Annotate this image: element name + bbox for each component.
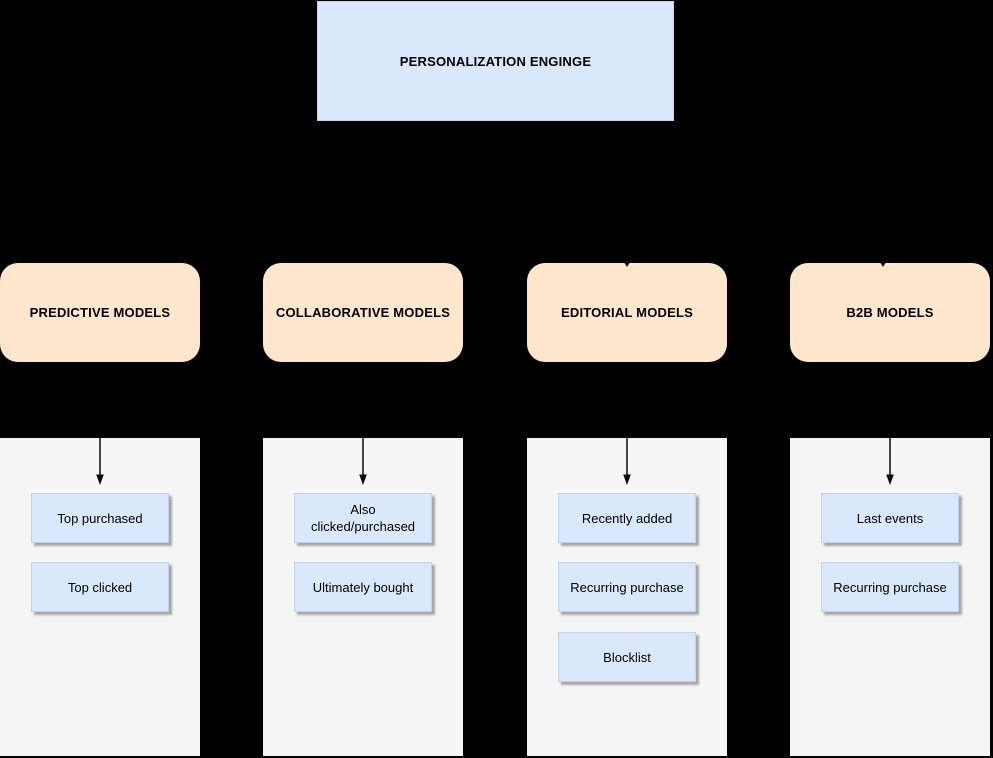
down-arrow-icon[interactable] [355, 438, 371, 486]
model-item-blocklist[interactable]: Blocklist [558, 632, 696, 682]
personalization-engine-label: PERSONALIZATION ENGINGE [399, 53, 592, 69]
predictive-models-node[interactable]: PREDICTIVE MODELS [0, 263, 200, 362]
model-item-top-purchased[interactable]: Top purchased [31, 493, 169, 543]
collaborative-panel[interactable]: Also clicked/purchased Ultimately bought [263, 438, 463, 756]
b2b-panel[interactable]: Last events Recurring purchase [790, 438, 990, 756]
collaborative-models-label: COLLABORATIVE MODELS [275, 305, 451, 320]
group-predictive: PREDICTIVE MODELS Top purchased Top clic… [0, 0, 200, 758]
model-item-label: Top clicked [67, 579, 133, 595]
down-arrow-icon[interactable] [619, 438, 635, 486]
editorial-models-label: EDITORIAL MODELS [560, 305, 693, 320]
model-item-label: Recurring purchase [570, 579, 684, 595]
collaborative-models-node[interactable]: COLLABORATIVE MODELS [263, 263, 463, 362]
group-b2b: B2B MODELS Last events Recurring purchas… [790, 0, 990, 758]
model-item-also-clicked-purchased[interactable]: Also clicked/purchased [294, 493, 432, 543]
editorial-panel[interactable]: Recently added Recurring purchase Blockl… [527, 438, 727, 756]
down-arrow-icon[interactable] [882, 438, 898, 486]
model-item-label: Recently added [581, 510, 673, 526]
model-item-top-clicked[interactable]: Top clicked [31, 562, 169, 612]
model-item-label: Top purchased [57, 510, 143, 526]
b2b-models-label: B2B MODELS [846, 305, 934, 320]
down-arrow-icon[interactable] [92, 438, 108, 486]
model-item-recurring-purchase[interactable]: Recurring purchase [821, 562, 959, 612]
model-item-ultimately-bought[interactable]: Ultimately bought [294, 562, 432, 612]
model-item-recently-added[interactable]: Recently added [558, 493, 696, 543]
connector-arrowhead-icon [878, 259, 888, 267]
predictive-models-label: PREDICTIVE MODELS [29, 305, 171, 320]
b2b-models-node[interactable]: B2B MODELS [790, 263, 990, 362]
model-item-label: Last events [856, 510, 924, 526]
model-item-label: Recurring purchase [833, 579, 947, 595]
editorial-models-node[interactable]: EDITORIAL MODELS [527, 263, 727, 362]
group-collaborative: COLLABORATIVE MODELS Also clicked/purcha… [263, 0, 463, 758]
model-item-label: Ultimately bought [312, 579, 414, 595]
model-item-label: Blocklist [603, 649, 651, 665]
personalization-engine-node[interactable]: PERSONALIZATION ENGINGE [317, 1, 674, 121]
model-item-last-events[interactable]: Last events [821, 493, 959, 543]
model-item-recurring-purchase[interactable]: Recurring purchase [558, 562, 696, 612]
group-editorial: EDITORIAL MODELS Recently added Recurrin… [527, 0, 727, 758]
connector-arrowhead-icon [622, 259, 632, 267]
predictive-panel[interactable]: Top purchased Top clicked [0, 438, 200, 756]
model-item-label: Also clicked/purchased [310, 502, 416, 534]
